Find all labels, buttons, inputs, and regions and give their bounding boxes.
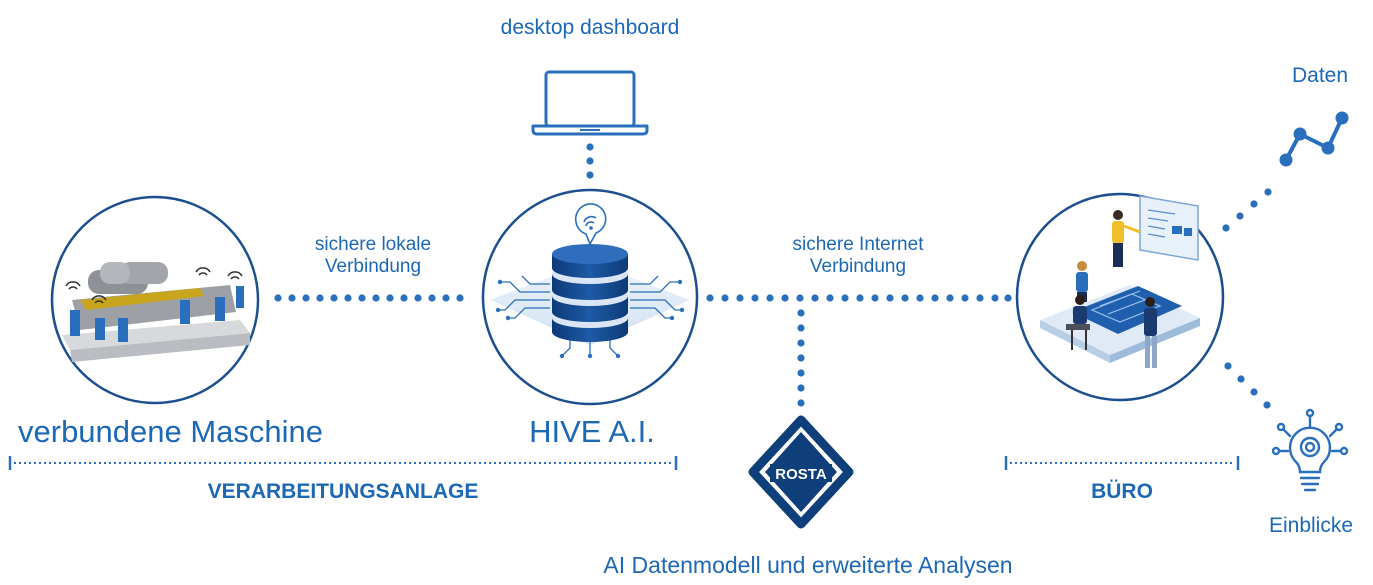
office-section-label: BÜRO [1091, 480, 1153, 503]
circuit-lines [498, 275, 682, 357]
office-bracket [1004, 456, 1240, 470]
processing-bracket [8, 456, 678, 470]
office-node [1015, 192, 1225, 402]
wifi-icon [574, 203, 607, 246]
lightbulb-icon [1271, 408, 1349, 492]
rosta-logo: ROSTA [748, 415, 854, 529]
bottom-label: AI Datenmodell und erweiterte Analysen [603, 552, 1013, 578]
hive-node [481, 188, 699, 406]
connector-to-insights [1224, 362, 1271, 409]
person-standing-right [1144, 297, 1157, 368]
internet-connection-label: sichere Internet Verbindung [793, 234, 924, 278]
internet-connection-line2: Verbindung [809, 255, 907, 277]
insights-label: Einblicke [1268, 514, 1354, 537]
connector-to-data [1222, 188, 1272, 232]
local-connection-line2: Verbindung [324, 255, 422, 277]
person-standing-yellow [1112, 210, 1141, 267]
local-connection-label: sichere lokale Verbindung [315, 234, 431, 278]
rosta-logo-text: ROSTA [775, 466, 827, 483]
connector-internet [706, 294, 1012, 302]
internet-connection-line1: sichere Internet [792, 234, 924, 255]
line-chart-icon [1279, 111, 1349, 167]
office-team-icon [1040, 195, 1200, 368]
hive-label: HIVE A.I. [529, 414, 655, 449]
machine-label: verbundene Maschine [18, 414, 324, 449]
data-label: Daten [1291, 64, 1349, 87]
laptop-label: desktop dashboard [500, 16, 680, 39]
connector-to-laptop [586, 143, 594, 179]
connector-to-rosta [797, 309, 805, 407]
processing-section-label: VERARBEITUNGSANLAGE [207, 480, 479, 503]
database-icon [552, 244, 628, 342]
conveyor-machine-icon [62, 262, 250, 362]
person-seated [1066, 295, 1090, 350]
connector-local [274, 294, 464, 302]
machine-node [50, 195, 260, 405]
laptop-icon [531, 70, 649, 136]
local-connection-line1: sichere lokale [314, 234, 432, 255]
